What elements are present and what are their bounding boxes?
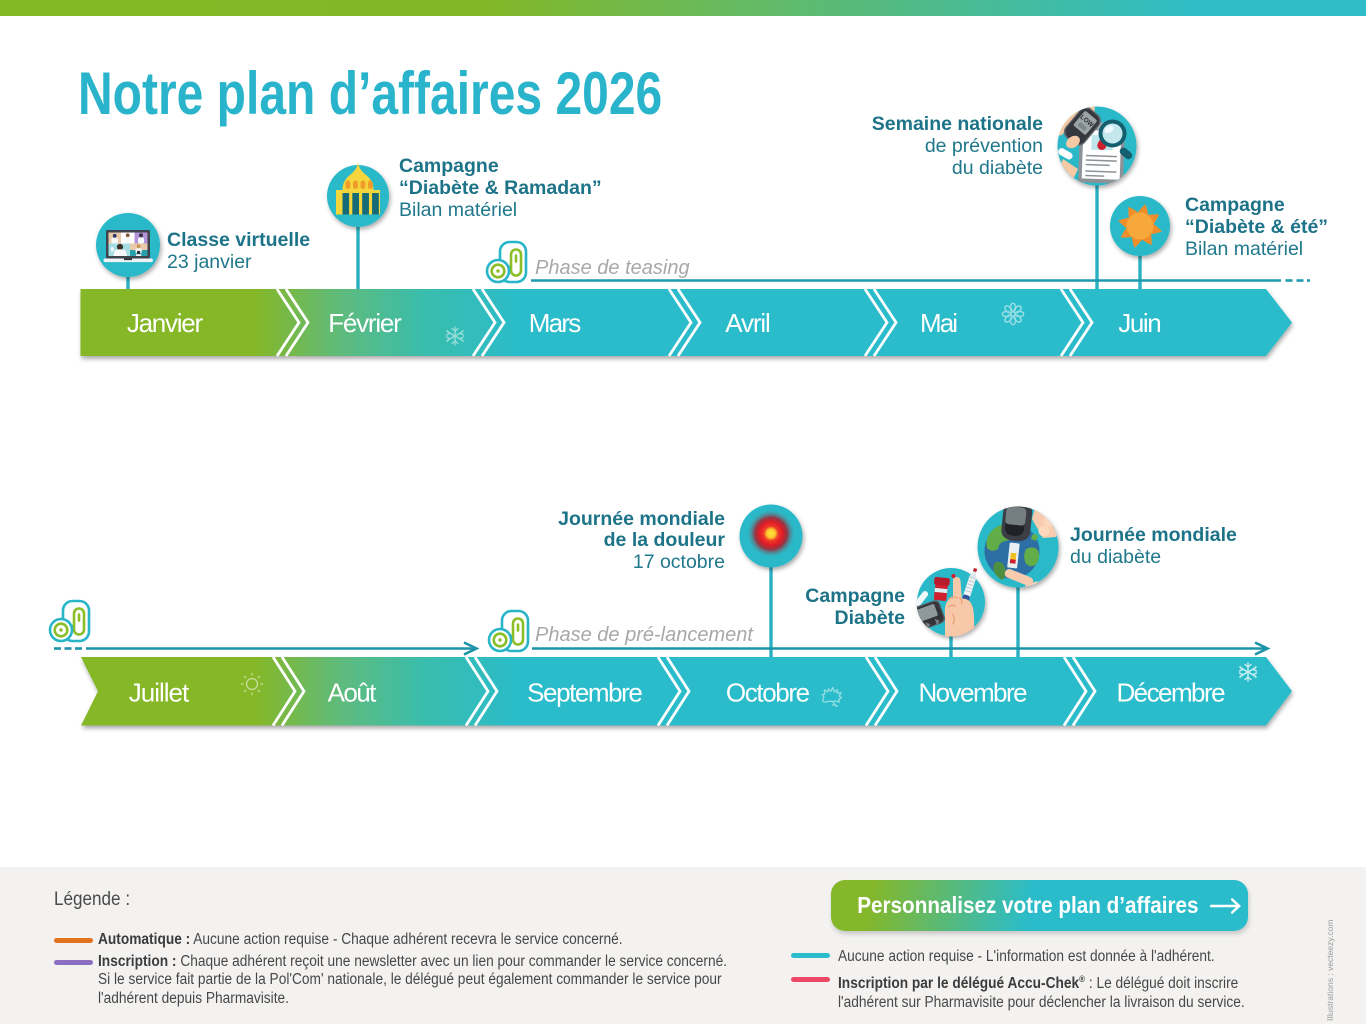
svg-text:Juillet: Juillet — [129, 678, 190, 708]
svg-text:Avril: Avril — [725, 308, 771, 338]
svg-text:Mai: Mai — [920, 308, 958, 338]
svg-text:Février: Février — [328, 308, 402, 338]
svg-text:Juin: Juin — [1118, 308, 1161, 338]
svg-text:Décembre: Décembre — [1116, 678, 1225, 708]
svg-text:Mars: Mars — [529, 308, 582, 338]
svg-text:Août: Août — [328, 678, 377, 708]
svg-text:Octobre: Octobre — [726, 678, 810, 708]
svg-text:Novembre: Novembre — [918, 678, 1027, 708]
svg-text:Septembre: Septembre — [527, 678, 643, 708]
svg-text:Janvier: Janvier — [127, 308, 204, 338]
